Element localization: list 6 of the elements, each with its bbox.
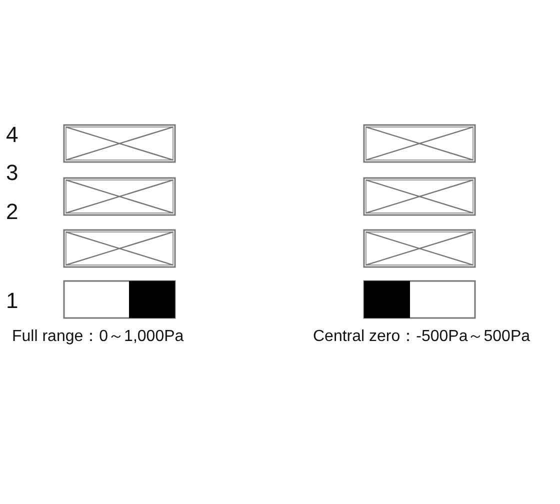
switch-number: 1 (6, 288, 18, 314)
setting-caption: Full range：0～1,000Pa (12, 327, 184, 347)
switch-number: 2 (6, 199, 18, 225)
switch-number: 3 (6, 160, 18, 186)
setting-caption: Central zero：-500Pa～500Pa (313, 327, 530, 347)
switch-number: 4 (6, 122, 18, 148)
